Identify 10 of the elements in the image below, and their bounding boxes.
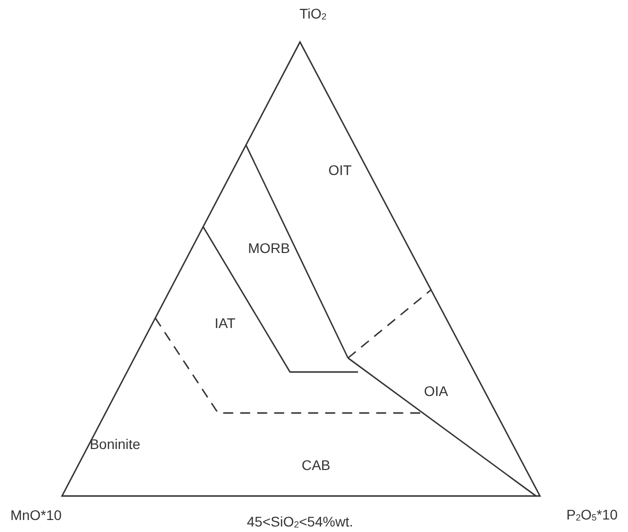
field-label: CAB [302,458,330,472]
field-label: OIT [328,163,352,177]
field-label: OIA [424,384,448,398]
field-label: Boninite [90,437,140,451]
field-label: MORB [248,241,290,255]
field-label: IAT [214,316,236,330]
apex-label: P$_{2}$O$_{5}$*10 [566,508,618,522]
apex-label: TiO$_{2}$ [299,6,327,22]
caption: 45<SiO$_{2}$<54%wt. [246,514,354,530]
apex-label: MnO*10 [10,508,62,522]
